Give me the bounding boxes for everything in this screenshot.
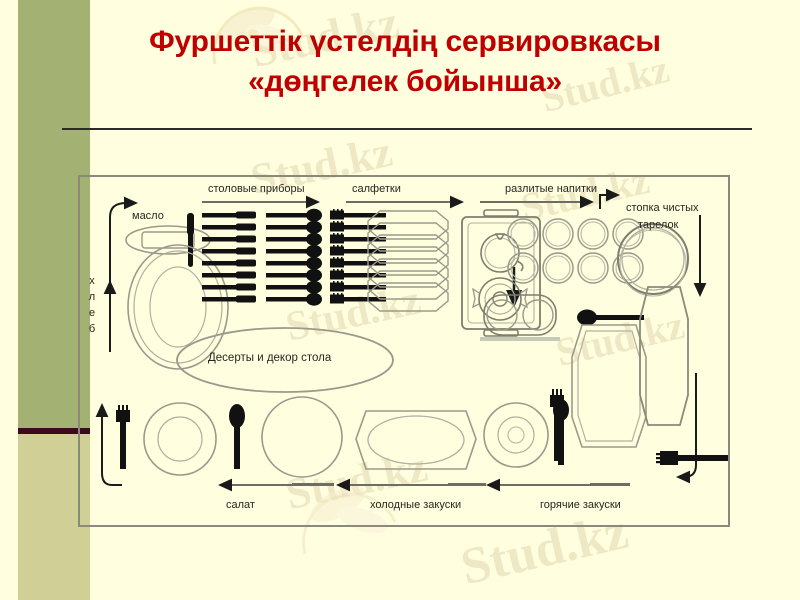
tea-service-tray-icon [461, 209, 541, 337]
bread-letter-1: х [89, 275, 95, 287]
glass-tray-icon [480, 294, 560, 341]
label-napkins: салфетки [352, 183, 401, 195]
bread-letter-4: б [88, 323, 96, 335]
label-clean-plates-line2: тарелок [638, 219, 679, 231]
buffet-table-diagram: масло столовые приборы салфетки разлитые… [78, 175, 730, 527]
bread-letter-3: е [88, 307, 96, 319]
label-hot-appetizers: горячие закуски [540, 499, 621, 511]
label-bread: х л е б [86, 273, 98, 337]
butter-knife-icon [187, 213, 194, 267]
title-line-2: «дөңгелек бойынша» [248, 65, 562, 98]
cutlery-column-knives [202, 211, 256, 303]
clean-plates-stack-icon [617, 223, 689, 297]
glass-grid [507, 218, 644, 284]
flow-arrow-to-plates [599, 188, 620, 209]
bottom-plate-3-icon [483, 402, 549, 468]
serving-spoon-icon [577, 309, 644, 326]
bottom-fork-1-icon [116, 405, 130, 469]
label-center-oval: Десерты и декор стола [208, 352, 332, 364]
label-clean-plates-line1: стопка чистых [626, 202, 699, 214]
flow-arrow-entry [109, 196, 138, 297]
cutlery-column-forks [330, 209, 386, 304]
label-salad: салат [226, 499, 255, 511]
cutlery-grid [202, 208, 386, 306]
sidebar-divider [18, 428, 90, 434]
label-cold-appetizers: холодные закуски [370, 499, 462, 511]
bottom-tick-marks [292, 483, 630, 486]
bread-letter-2: л [88, 291, 96, 303]
slide-title: Фуршеттік үстелдің сервировкасы «дөңгеле… [40, 22, 770, 102]
cold-appetizer-oval-dish-icon [571, 324, 647, 448]
title-line-1: Фуршеттік үстелдің сервировкасы [149, 25, 661, 58]
flow-arrow-left-return [95, 403, 122, 486]
bottom-spoon-icon [229, 404, 245, 469]
center-desserts-oval [176, 327, 394, 393]
cutlery-column-spoons [266, 208, 322, 306]
title-underline-rule [62, 128, 752, 130]
large-fork-bottom-right-icon [656, 451, 728, 465]
label-poured-drinks: разлитые напитки [505, 183, 598, 195]
right-fork-icon [550, 389, 564, 461]
flow-arrow-right-down-2 [676, 373, 697, 484]
napkin-stack-icon [367, 210, 449, 312]
bottom-plate-2-icon [261, 396, 343, 478]
bottom-oval-dish-icon [355, 410, 477, 470]
label-butter: масло [132, 210, 164, 222]
label-cutlery: столовые приборы [208, 183, 305, 195]
bottom-plate-1-icon [143, 402, 217, 476]
hot-appetizer-dish-icon [639, 286, 689, 426]
sidebar-outer-edge [0, 0, 18, 600]
bottom-setting-row [116, 396, 569, 478]
